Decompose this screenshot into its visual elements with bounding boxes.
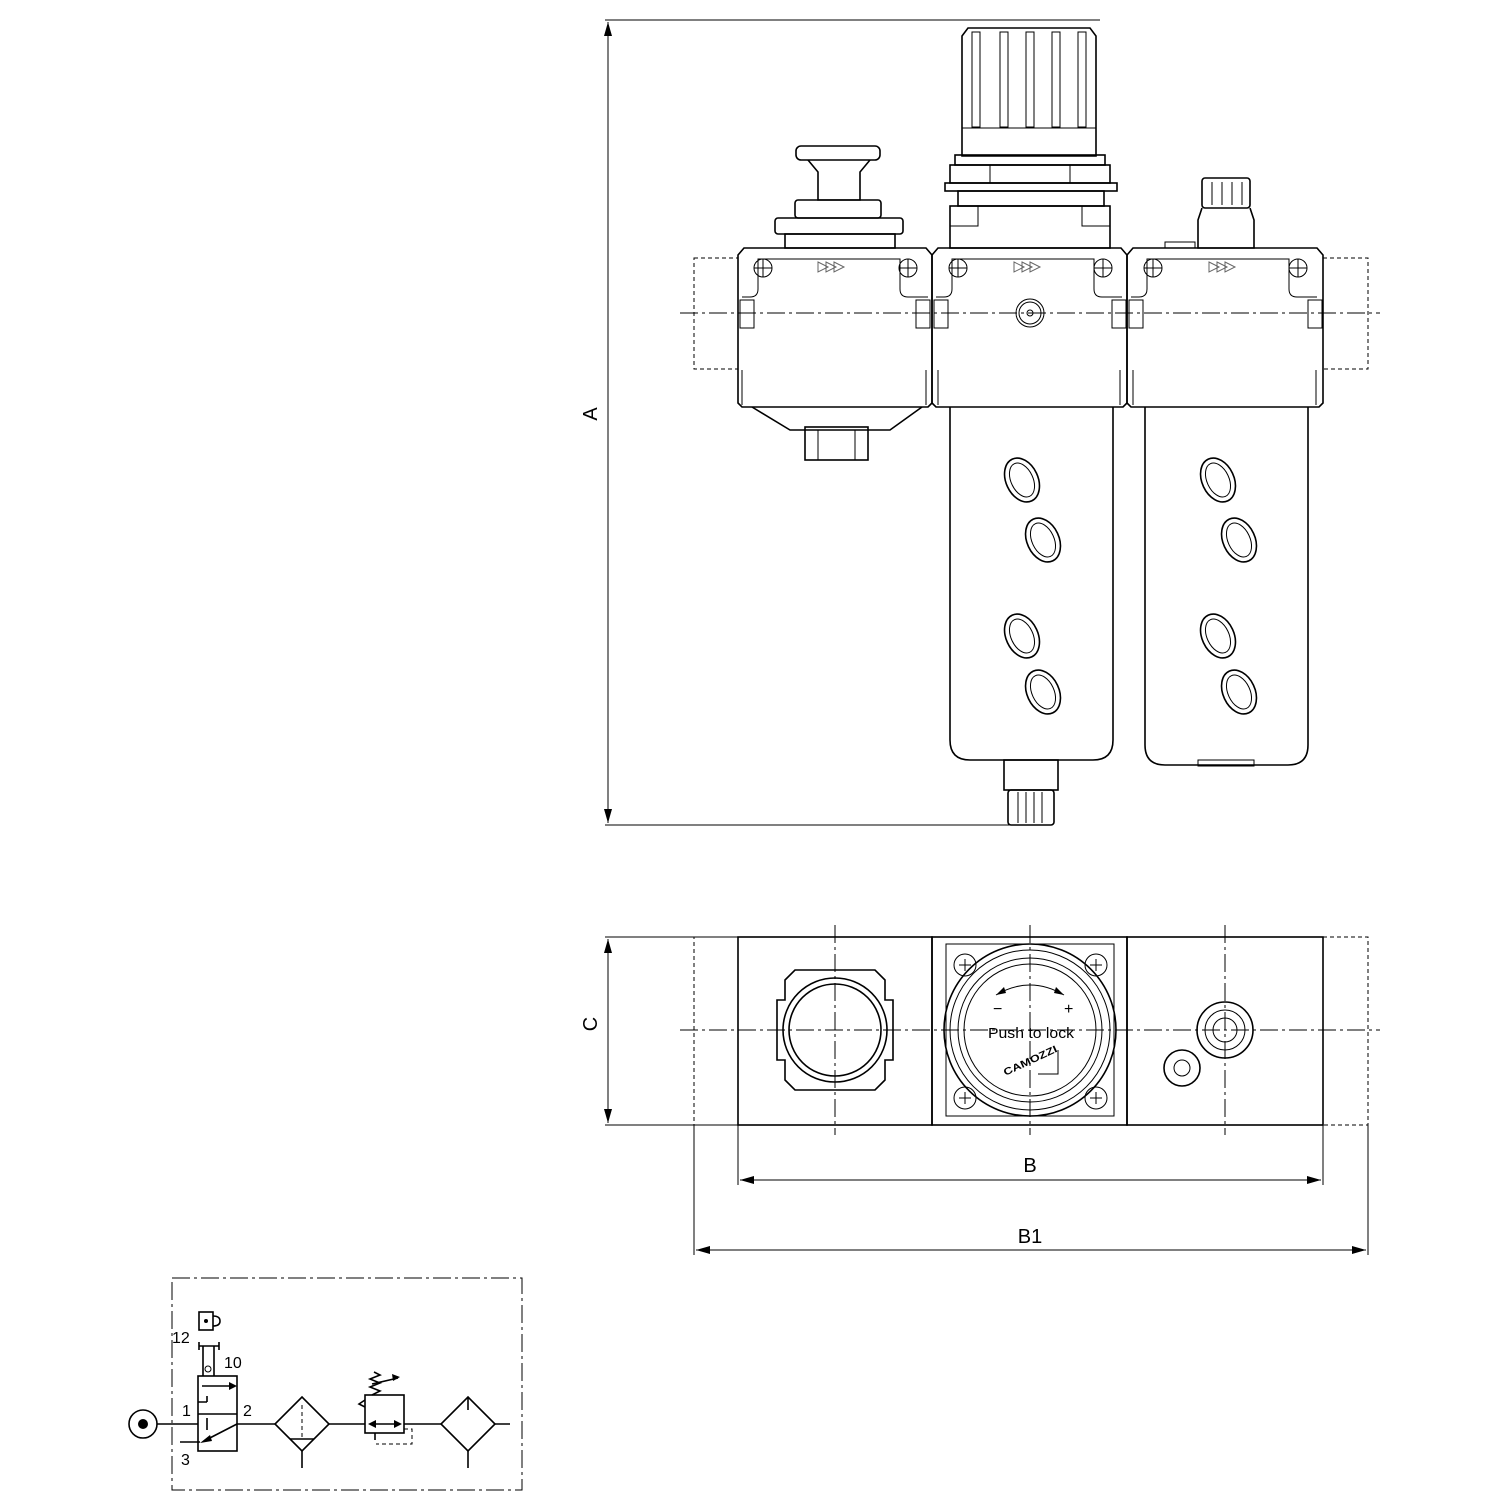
flow-direction-arrows [817,261,1237,273]
lubricator-adjuster-top [1163,1001,1254,1087]
dimension-label-c: C [580,1017,602,1031]
push-button-valve [774,145,904,249]
filter-bowl [949,407,1114,826]
cap-plus: + [1064,1001,1073,1018]
top-view: C − + Pus [580,925,1380,1255]
valve-bottom-cone [751,406,923,431]
brand-logo: CAMOZZI [1002,1044,1059,1079]
front-view: A [580,19,1380,826]
exhaust-port [804,426,869,461]
lubricator-bowl [1144,407,1309,767]
port-label-3: 3 [181,1452,190,1469]
port-label-10: 10 [224,1355,242,1372]
module-bodies [737,247,1324,408]
schematic-boundary [171,1277,523,1491]
regulator-knob [944,27,1118,249]
drain-valve [1003,759,1059,791]
port-label-2: 2 [243,1403,252,1420]
dimension-label-b1: B1 [1018,1226,1042,1248]
push-to-lock-label: Push to lock [988,1025,1075,1042]
dimension-label-b: B [1023,1155,1036,1177]
mounting-screws [753,258,1308,278]
port-label-1: 1 [182,1403,191,1420]
cap-screws [953,953,1108,1110]
dimension-label-a: A [580,407,602,421]
pneumatic-schematic: 12 10 1 2 3 [128,1277,523,1491]
right-port-outline [1322,257,1369,370]
lock-icon [198,1311,214,1331]
regulator-symbol [364,1394,405,1434]
port-label-12: 12 [172,1330,190,1347]
cap-minus: − [993,1001,1002,1018]
lubricator-adjuster [1164,177,1255,249]
